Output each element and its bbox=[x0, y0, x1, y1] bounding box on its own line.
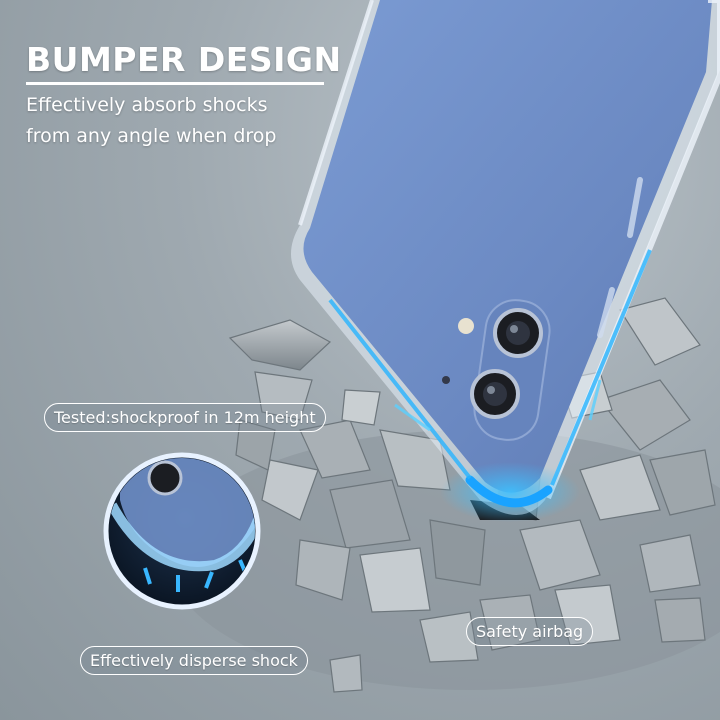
impact-glow bbox=[328, 249, 652, 522]
camera-lenses bbox=[442, 299, 551, 441]
callout-disperse-shock: Effectively disperse shock bbox=[80, 646, 308, 675]
headline-underline bbox=[26, 82, 324, 85]
inset-zoom-circle bbox=[103, 452, 261, 610]
callout-safety-airbag: Safety airbag bbox=[466, 617, 594, 646]
headline: BUMPER DESIGN bbox=[26, 40, 342, 79]
callout-tested: Tested:shockproof in 12m height bbox=[44, 403, 326, 432]
broken-wall-fragments bbox=[228, 297, 716, 693]
subtitle: Effectively absorb shocks from any angle… bbox=[26, 94, 277, 147]
